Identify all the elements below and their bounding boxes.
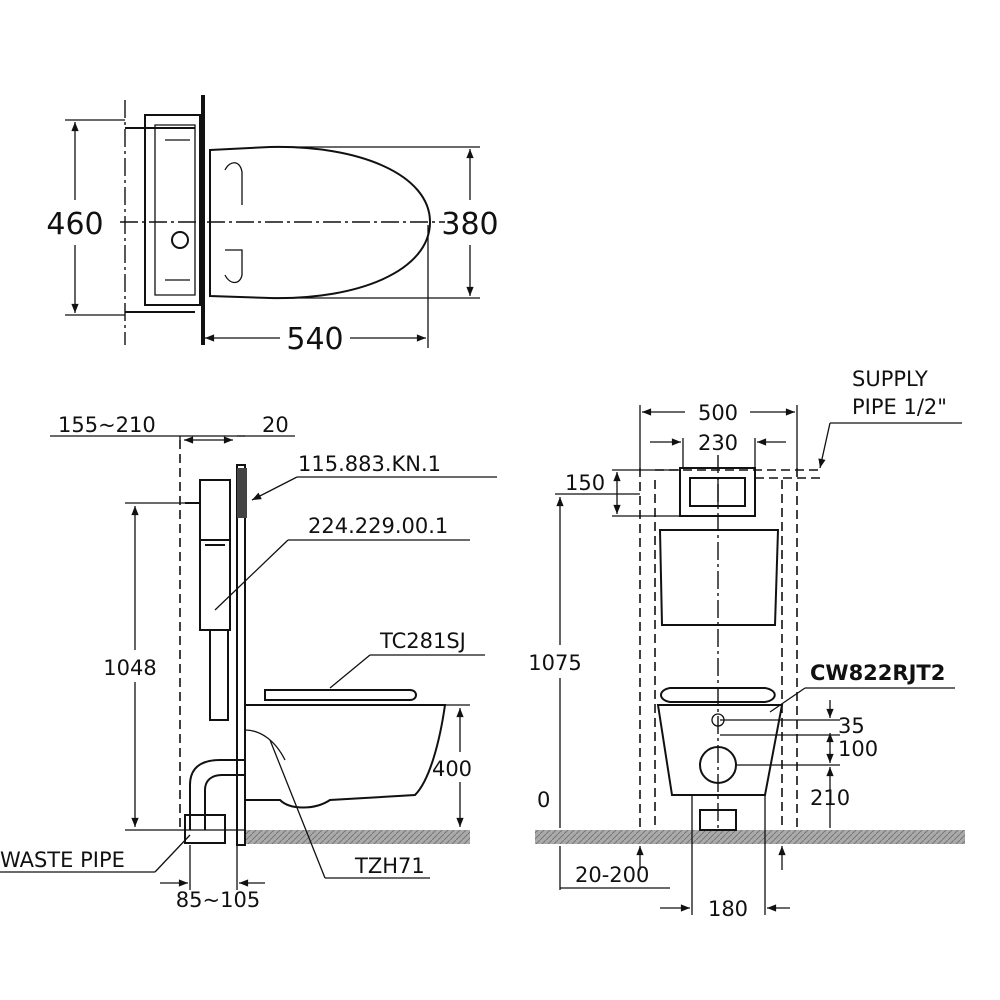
dim-20-200: 20-200: [575, 863, 649, 887]
side-view: 155~210 20 115.883.KN.1 224.229.00.1 TC2…: [0, 413, 497, 912]
bowl-outline: [209, 145, 432, 300]
seat: [660, 687, 776, 703]
label-115-883-kn-1: 115.883.KN.1: [298, 452, 441, 476]
frame-outline: [144, 114, 201, 306]
cistern: [658, 529, 780, 626]
supply-pipe-label-2: PIPE 1/2": [852, 395, 947, 419]
model-label-cw822rjt2: CW822RJT2: [810, 661, 945, 685]
dim-150: 150: [565, 471, 605, 495]
dim-100: 100: [838, 737, 878, 761]
label-224-229-00-1: 224.229.00.1: [308, 514, 448, 538]
bowl: [244, 704, 447, 809]
dim-210: 210: [810, 786, 850, 810]
dim-540: 540: [286, 322, 343, 357]
dim-460: 460: [46, 207, 103, 242]
top-view: 460 380 540: [46, 95, 499, 357]
dim-35: 35: [838, 714, 865, 738]
dim-20: 20: [262, 413, 289, 437]
dim-1048: 1048: [103, 656, 156, 680]
supply-pipe-label-1: SUPPLY: [852, 367, 928, 391]
label-tc281sj: TC281SJ: [379, 629, 466, 653]
dim-230: 230: [698, 431, 738, 455]
dim-400: 400: [432, 757, 472, 781]
wall: [236, 464, 246, 846]
dim-1075: 1075: [528, 651, 581, 675]
dim-500: 500: [698, 401, 738, 425]
cistern: [199, 479, 231, 631]
label-tzh71: TZH71: [354, 854, 425, 878]
dim-0: 0: [537, 788, 550, 812]
seat: [264, 689, 417, 701]
dim-85-105: 85~105: [176, 888, 260, 912]
floor: [535, 830, 965, 844]
label-waste-pipe: WASTE PIPE: [0, 848, 125, 872]
flush-plate: [237, 468, 247, 518]
dim-155-210: 155~210: [58, 413, 156, 437]
floor: [245, 830, 470, 844]
front-view: 500 230 SUPPLY PIPE 1/2" 150 1075 CW822R…: [528, 367, 965, 921]
dim-380: 380: [441, 207, 498, 242]
bowl: [656, 704, 784, 796]
dim-180: 180: [708, 897, 748, 921]
